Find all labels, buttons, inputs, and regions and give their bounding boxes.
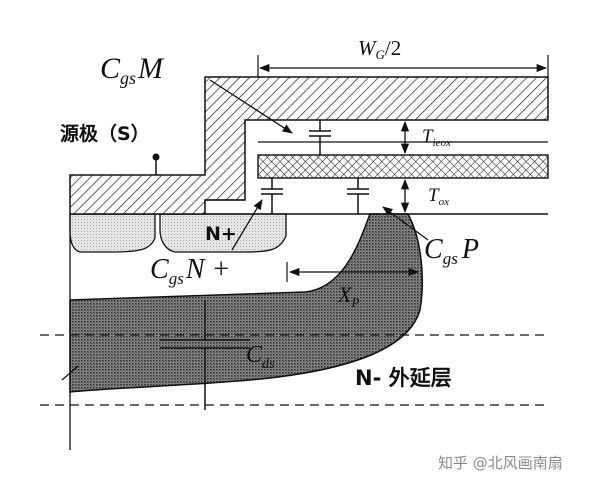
cap-cgsp bbox=[347, 178, 369, 214]
cgsm-leader bbox=[209, 79, 293, 134]
label-epi-layer: N- 外延层 bbox=[355, 366, 452, 390]
cgsp-leader bbox=[382, 206, 429, 241]
source-terminal-dot bbox=[152, 153, 160, 161]
label-cgsn: CgsN + bbox=[150, 254, 230, 288]
label-nplus: N+ bbox=[205, 223, 237, 245]
gate-polysilicon bbox=[257, 154, 549, 179]
p-body-region bbox=[69, 213, 423, 393]
cap-cgsn bbox=[261, 178, 283, 214]
cap-cgsm bbox=[309, 120, 331, 155]
nplus-region-left bbox=[69, 213, 156, 253]
label-cgsm: CgsM bbox=[100, 52, 165, 88]
label-tox: Tox bbox=[428, 185, 449, 208]
label-cds: Cds bbox=[246, 342, 275, 372]
label-tieox: Tieox bbox=[422, 126, 451, 149]
label-xp: XP bbox=[337, 282, 359, 310]
label-source: 源极（S） bbox=[60, 122, 150, 145]
label-wg: WG/2 bbox=[358, 36, 401, 62]
cap-cds bbox=[160, 300, 250, 410]
nplus-region-right bbox=[159, 213, 287, 253]
watermark: 知乎 @北风画南扇 bbox=[438, 454, 563, 472]
source-metal bbox=[69, 76, 549, 215]
cgsn-leader bbox=[231, 199, 263, 251]
